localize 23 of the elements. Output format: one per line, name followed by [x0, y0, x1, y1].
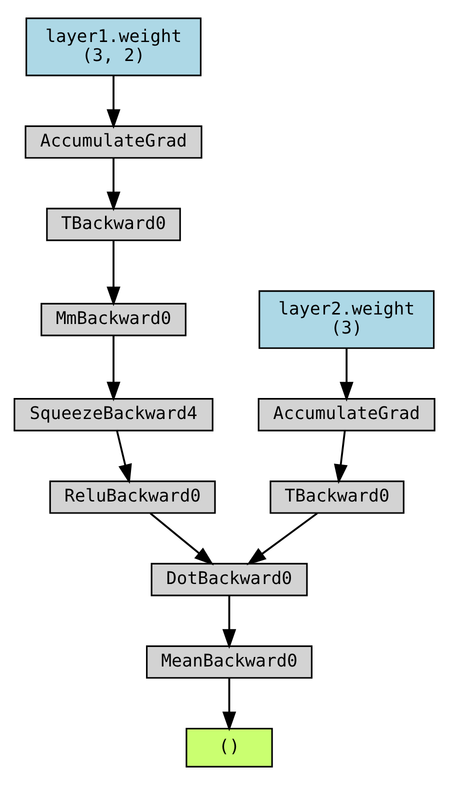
node-box: AccumulateGrad [258, 398, 436, 432]
arrow [222, 678, 236, 732]
node-box: TBackward0 [270, 480, 404, 514]
arrow [340, 348, 354, 402]
node-box: MeanBackward0 [146, 645, 312, 679]
node-box: layer1.weight (3, 2) [26, 18, 202, 76]
node-box: layer2.weight (3) [258, 290, 435, 349]
arrow [106, 76, 120, 129]
arrow [334, 430, 348, 484]
node-box: () [186, 728, 273, 768]
node-box: ReluBackward0 [49, 480, 216, 514]
arrow [116, 430, 132, 484]
arrow [246, 512, 318, 566]
arrow [106, 240, 120, 306]
arrow [222, 596, 236, 649]
node-box: DotBackward0 [150, 562, 308, 596]
node-box: MmBackward0 [40, 302, 186, 336]
node-box: TBackward0 [46, 208, 181, 242]
arrow [150, 512, 214, 566]
node-box: AccumulateGrad [24, 125, 202, 159]
arrow [106, 336, 120, 402]
arrow [106, 158, 120, 212]
node-box: SqueezeBackward4 [14, 398, 214, 432]
